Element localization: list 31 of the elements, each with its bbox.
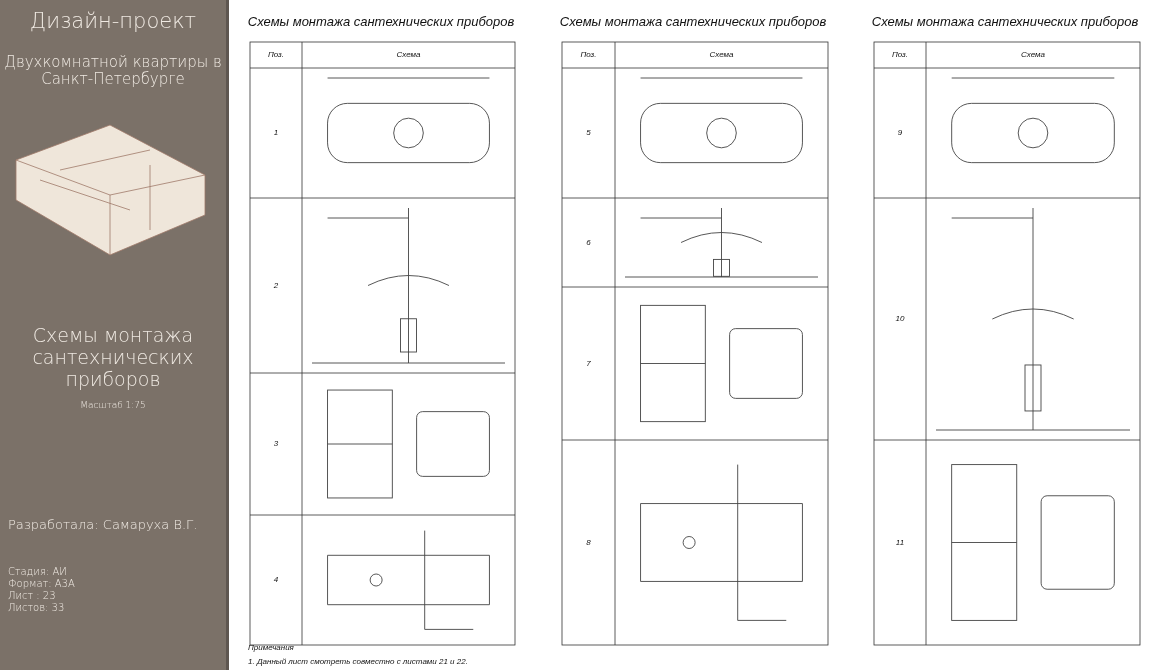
notes-heading: Примечания: [248, 643, 294, 653]
sheet-info: Формат: А3А: [8, 578, 75, 590]
sheet-info: Стадия: АИ: [8, 566, 67, 578]
position-number: 5: [586, 128, 591, 138]
column-header: Поз.: [580, 50, 597, 60]
position-number: 4: [273, 575, 279, 585]
column-header: Схема: [1021, 50, 1045, 60]
sheet-info: Лист : 23: [8, 590, 56, 602]
note-text: 1. Данный лист смотреть совместно с листами 21 и 22.: [248, 656, 468, 667]
column-header: Схема: [396, 50, 421, 60]
sheet-info: Листов: 33: [8, 602, 65, 614]
column-header: Схема: [709, 50, 734, 60]
sheet-title: Схемы монтажа сантехнических приборов: [31, 325, 195, 391]
position-number: 10: [895, 314, 905, 324]
position-number: 2: [273, 280, 279, 291]
position-number: 3: [273, 439, 279, 449]
author-credit: Разработала: Самаруха В.Г.: [8, 517, 198, 533]
table-title: Схемы монтажа сантехнических приборов: [247, 14, 515, 30]
position-number: 8: [586, 537, 591, 548]
project-subtitle: Двухкомнатной квартиры в Санкт-Петербурге: [3, 53, 223, 89]
position-number: 6: [586, 237, 591, 248]
position-number: 7: [586, 358, 591, 369]
position-number: 11: [895, 537, 905, 548]
project-title: Дизайн-проект: [29, 8, 197, 34]
scale-note: Масштаб 1:75: [80, 399, 146, 411]
position-number: 9: [897, 128, 903, 138]
table-title: Схемы монтажа сантехнических приборов: [871, 14, 1139, 30]
position-number: 1: [273, 128, 279, 138]
table-title: Схемы монтажа сантехнических приборов: [559, 14, 827, 30]
column-header: Поз.: [891, 50, 909, 60]
column-header: Поз.: [267, 50, 285, 60]
